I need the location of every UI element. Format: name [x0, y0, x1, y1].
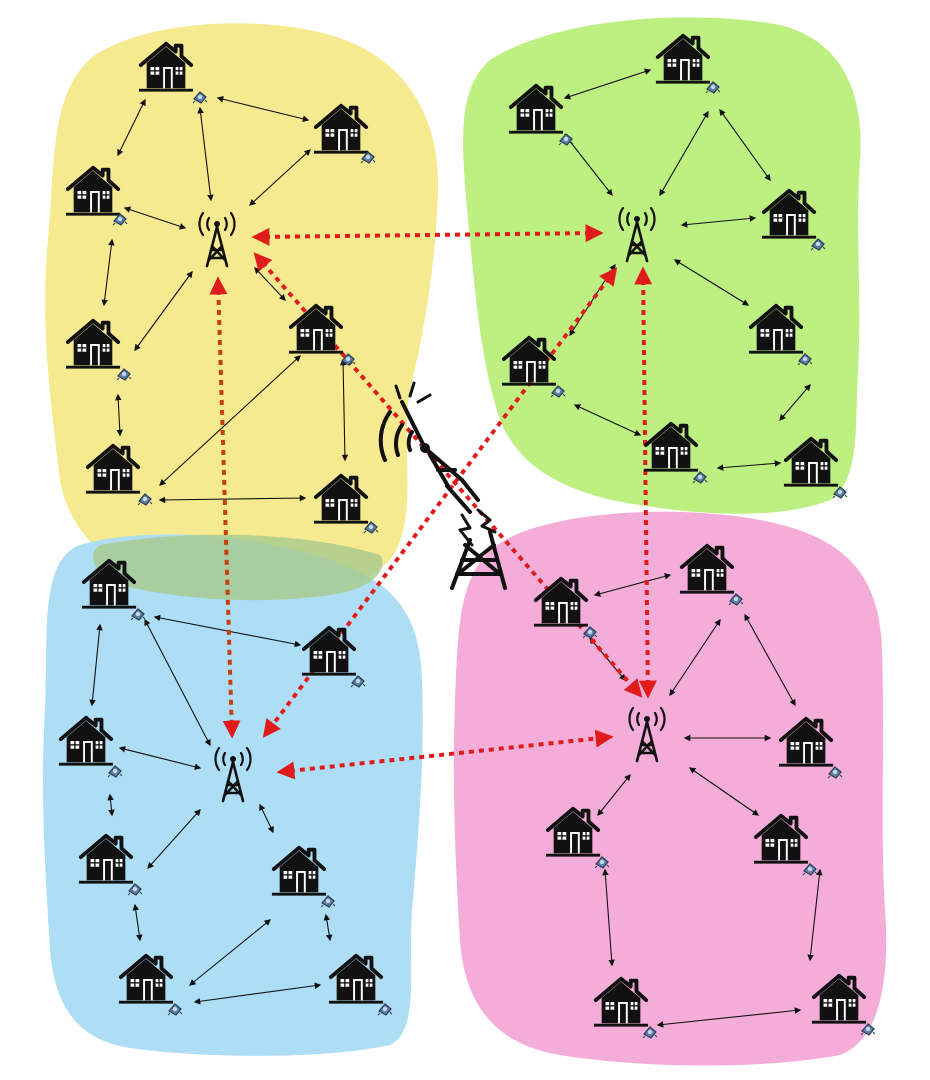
- link: [249, 149, 311, 206]
- link: [132, 903, 143, 942]
- cluster-region-pink: [453, 511, 887, 1066]
- link: [656, 1007, 802, 1028]
- link: [564, 133, 613, 197]
- link: [193, 982, 322, 1005]
- link: [259, 803, 274, 834]
- link: [89, 623, 103, 707]
- link: [323, 913, 333, 942]
- link: [680, 215, 757, 228]
- backhaul-link-green-blue: [262, 267, 618, 738]
- link: [147, 809, 201, 869]
- link: [716, 460, 782, 471]
- link: [197, 106, 214, 202]
- link: [673, 259, 750, 306]
- link: [114, 393, 124, 437]
- link: [117, 98, 146, 157]
- link: [659, 110, 709, 197]
- backhaul-links: [209, 224, 657, 780]
- backhaul-link-yellow-green: [251, 224, 604, 246]
- link: [144, 618, 211, 747]
- link: [669, 618, 721, 697]
- link: [188, 919, 272, 986]
- link: [744, 613, 796, 707]
- link: [216, 96, 310, 122]
- cluster-region-yellow: [45, 23, 439, 601]
- link: [807, 868, 823, 962]
- link: [563, 68, 652, 100]
- link: [118, 746, 202, 770]
- link: [597, 773, 631, 817]
- broken-tower-icon: [378, 381, 507, 590]
- link: [101, 238, 115, 307]
- link: [779, 383, 811, 422]
- link: [602, 868, 615, 967]
- link: [719, 108, 771, 182]
- link: [107, 793, 115, 817]
- link: [123, 206, 187, 230]
- backhaul-link-green-pink: [634, 266, 657, 699]
- link: [134, 270, 193, 352]
- link: [688, 767, 760, 816]
